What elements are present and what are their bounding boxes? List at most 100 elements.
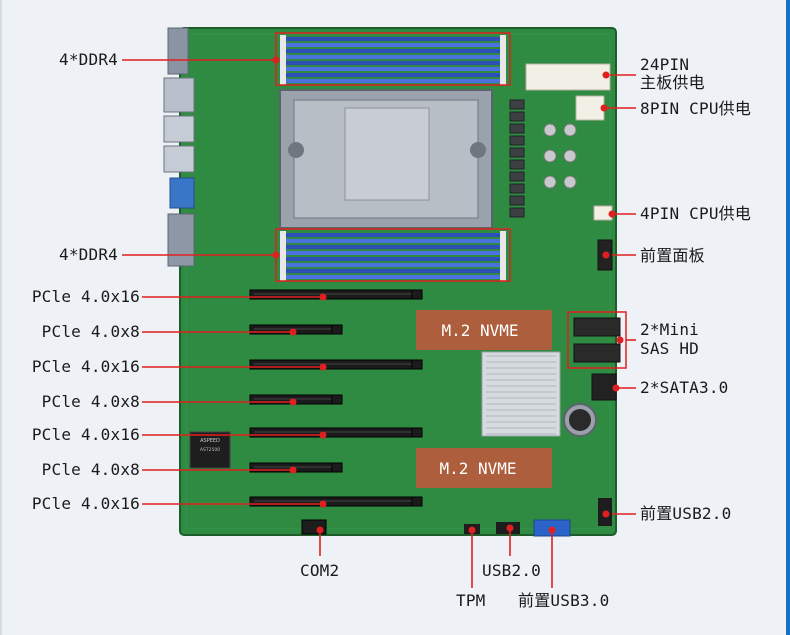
cmos-battery: [563, 403, 597, 437]
pcie-slots: [249, 289, 423, 507]
label-com2: COM2: [300, 561, 340, 580]
callout-sata: [612, 384, 636, 392]
m2-slot-bottom: M.2 NVME: [416, 448, 552, 488]
capacitor: [563, 175, 577, 189]
dimm-slot: [282, 55, 504, 59]
dimm-bank-bottom: [280, 231, 506, 281]
label-usb3-front: 前置USB3.0: [518, 591, 610, 610]
vrm-area: [509, 99, 577, 218]
bmc-chip: ASPEED AST2500: [189, 431, 231, 469]
callout-usb2-front: [602, 510, 636, 518]
label-ddr4-bottom: 4*DDR4: [59, 245, 118, 264]
callout-pcie-7: [142, 500, 327, 508]
dimm-slot: [282, 239, 504, 243]
callout-atx-24pin: [602, 71, 636, 79]
callout-ddr4-top: [122, 56, 280, 64]
vrm-choke: [509, 123, 525, 134]
dimm-slot: [282, 49, 504, 53]
dimm-slot: [282, 251, 504, 255]
label-pcie-slot-1: PCle 4.0x16: [31, 287, 140, 306]
capacitor: [563, 123, 577, 137]
capacitor: [543, 175, 557, 189]
dimm-slot: [282, 61, 504, 65]
callout-usb3-front: [548, 526, 556, 588]
vrm-choke: [509, 99, 525, 110]
pcie-slot: [249, 427, 423, 438]
vrm-choke: [509, 171, 525, 182]
dimm-slot: [282, 269, 504, 273]
dimm-slot: [282, 257, 504, 261]
label-cpu-4pin: 4PIN CPU供电: [640, 204, 752, 223]
callout-front-panel: [602, 251, 636, 259]
dimm-slot: [282, 79, 504, 83]
pcie-slot: [249, 289, 423, 300]
capacitor: [563, 149, 577, 163]
label-pcie-slot-6: PCle 4.0x8: [41, 460, 140, 479]
callout-com2: [316, 526, 324, 556]
callout-mini-sas: [616, 336, 636, 344]
dimm-slot: [282, 245, 504, 249]
pcie-slot: [249, 496, 423, 507]
bmc-brand: ASPEED: [200, 438, 220, 444]
dimm-slot: [282, 37, 504, 41]
frame-left-edge: [0, 0, 2, 635]
label-pcie-slot-4: PCle 4.0x8: [41, 392, 140, 411]
callout-tpm: [468, 526, 476, 588]
capacitor: [543, 149, 557, 163]
dimm-slot: [282, 233, 504, 237]
callout-cpu-4pin: [608, 210, 636, 218]
callout-pcie-6: [142, 466, 297, 474]
m2-slot-top: M.2 NVME: [416, 310, 552, 350]
chipset-heatsink: [481, 351, 561, 437]
label-usb2-front: 前置USB2.0: [640, 504, 732, 523]
vrm-choke: [509, 183, 525, 194]
m2-top-label: M.2 NVME: [441, 321, 518, 340]
callout-pcie-1: [142, 293, 327, 301]
cpu-socket: [279, 89, 493, 229]
frame-right-edge: [786, 0, 790, 635]
label-pcie-slot-3: PCle 4.0x16: [31, 357, 140, 376]
cpu-8pin-connector: [575, 95, 605, 121]
label-tpm: TPM: [456, 591, 486, 610]
capacitor: [543, 123, 557, 137]
dimm-bank-top: [280, 35, 506, 85]
dimm-slot: [282, 67, 504, 71]
pcie-slot: [249, 324, 343, 335]
label-mini-sas-line1: 2*Mini: [640, 320, 699, 339]
callout-pcie-2: [142, 328, 297, 336]
pcie-slot: [249, 462, 343, 473]
dimm-slot: [282, 73, 504, 77]
pcie-slot: [249, 394, 343, 405]
dimm-slot: [282, 263, 504, 267]
callout-lines: [122, 56, 636, 588]
label-sata: 2*SATA3.0: [640, 378, 729, 397]
callout-pcie-4: [142, 398, 297, 406]
vrm-choke: [509, 135, 525, 146]
label-atx-24pin-line2: 主板供电: [640, 73, 705, 92]
label-pcie-slot-5: PCle 4.0x16: [31, 425, 140, 444]
rear-io-panel: [163, 27, 195, 267]
callout-ddr4-bottom: [122, 251, 280, 259]
label-cpu-8pin: 8PIN CPU供电: [640, 99, 752, 118]
callout-cpu-8pin: [600, 104, 636, 112]
dimm-slot: [282, 275, 504, 279]
label-pcie-slot-2: PCle 4.0x8: [41, 322, 140, 341]
label-front-panel: 前置面板: [640, 246, 705, 265]
callout-pcie-5: [142, 431, 327, 439]
vrm-choke: [509, 159, 525, 170]
atx-24pin-connector: [525, 63, 611, 91]
callout-usb2: [506, 524, 514, 556]
vrm-choke: [509, 111, 525, 122]
dimm-slot: [282, 43, 504, 47]
label-pcie-slot-7: PCle 4.0x16: [31, 494, 140, 513]
label-ddr4-top: 4*DDR4: [59, 50, 118, 69]
vrm-choke: [509, 147, 525, 158]
vrm-choke: [509, 195, 525, 206]
callout-pcie-3: [142, 363, 327, 371]
pcie-slot: [249, 359, 423, 370]
bmc-model: AST2500: [200, 447, 220, 453]
sata-ports: [591, 373, 617, 401]
label-atx-24pin-line1: 24PIN: [640, 55, 690, 74]
